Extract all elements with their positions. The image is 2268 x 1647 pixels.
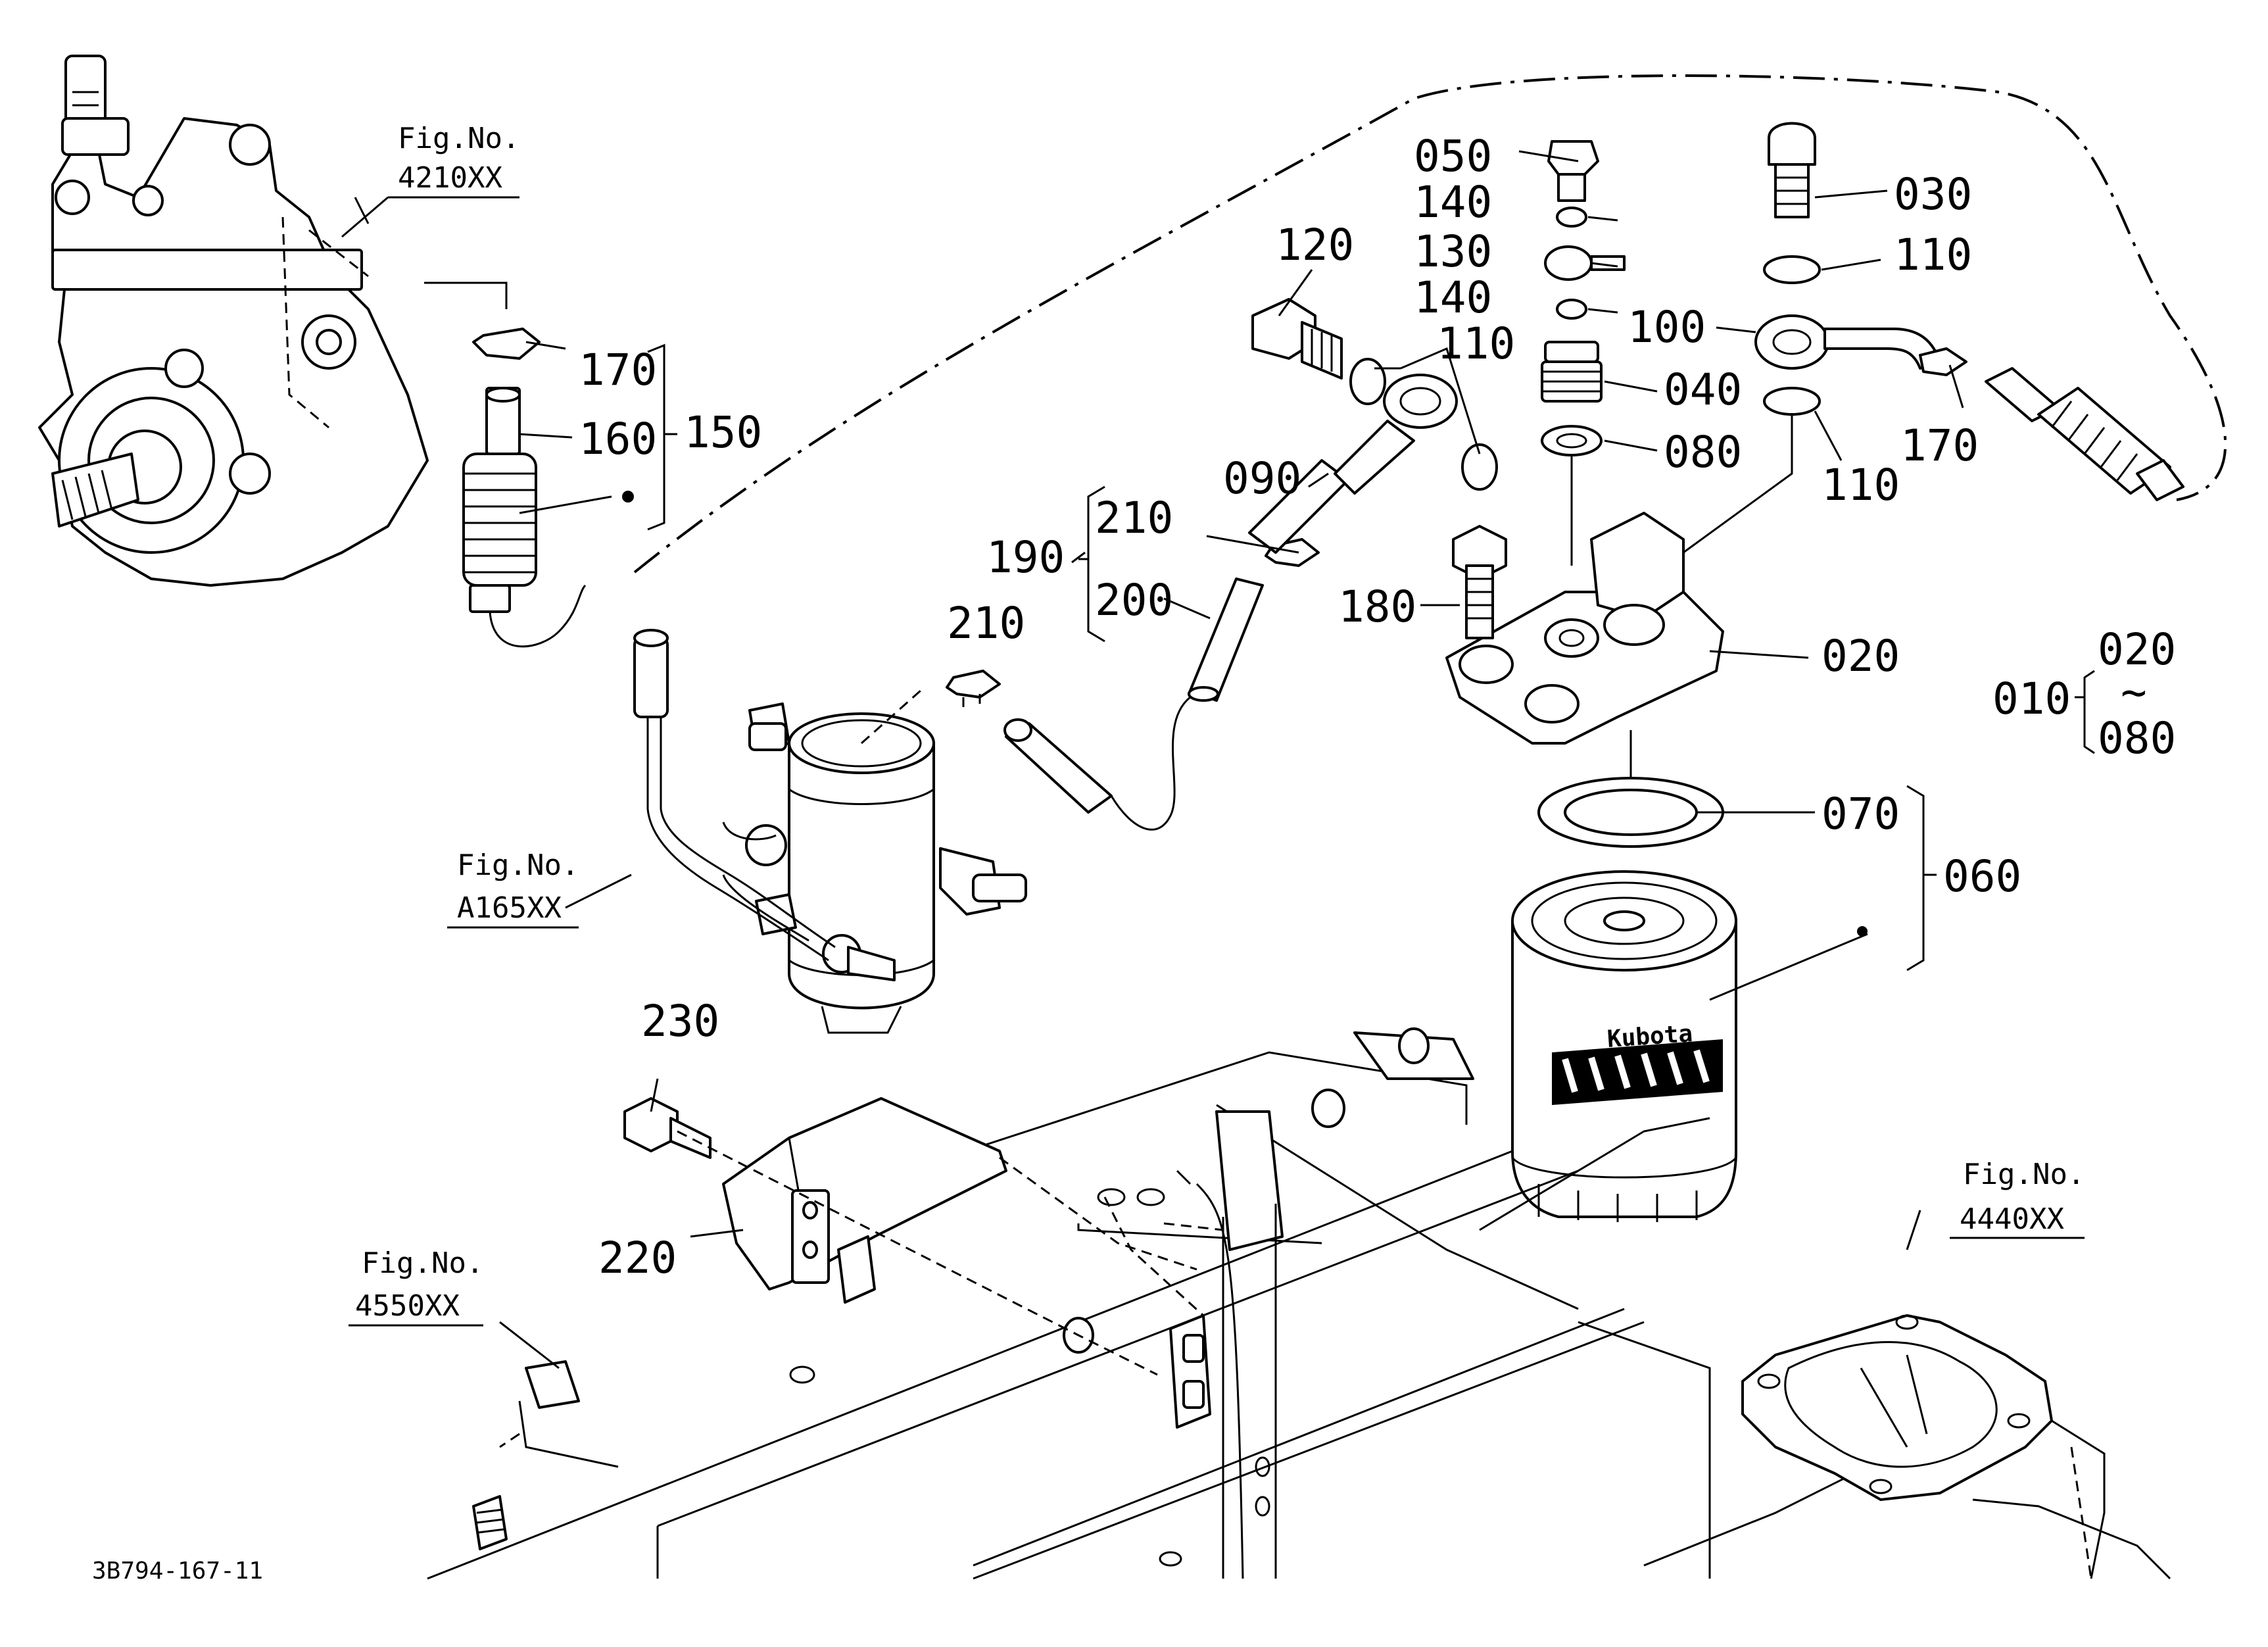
banjo-fitting-090 xyxy=(1248,374,1458,554)
label-170-left: 170 xyxy=(579,345,657,395)
label-210-lower: 210 xyxy=(947,598,1025,649)
filter-head-020 xyxy=(1445,512,1724,745)
diagram-code: 3B794-167-11 xyxy=(92,1558,263,1585)
label-080: 080 xyxy=(1664,427,1742,478)
pump-harness xyxy=(633,629,836,962)
return-hose-170-right xyxy=(1919,347,2184,501)
label-140-lower: 140 xyxy=(1414,272,1492,323)
o-ring-070-inner xyxy=(1564,789,1698,836)
label-130: 130 xyxy=(1414,226,1492,277)
label-200: 200 xyxy=(1095,575,1173,626)
transmission-housing xyxy=(1741,1314,2171,1580)
fuel-filter-cartridge xyxy=(1511,870,1737,1222)
label-030: 030 xyxy=(1894,169,1972,220)
frame-structure xyxy=(427,1027,1908,1580)
label-range-sep: ~ xyxy=(2121,667,2147,718)
fig-ref-code: 4440XX xyxy=(1960,1202,2064,1236)
label-220: 220 xyxy=(598,1233,677,1283)
label-040: 040 xyxy=(1664,364,1742,415)
washer-110-left xyxy=(1349,358,1386,405)
bracket-220 xyxy=(722,1097,1007,1304)
electric-fuel-pump xyxy=(745,689,1027,1034)
label-range-to: 080 xyxy=(2098,713,2176,764)
fuel-line-dashdot xyxy=(633,74,2227,574)
label-170-right: 170 xyxy=(1900,420,1979,471)
banjo-fitting-100 xyxy=(1683,122,1941,554)
kubota-brand-mark: Kubota xyxy=(1606,1020,1694,1053)
air-vent-stack xyxy=(1541,140,1626,566)
label-070: 070 xyxy=(1822,789,1900,839)
fig-ref-caption: Fig.No. xyxy=(457,848,579,882)
fig-ref-code: A165XX xyxy=(457,891,562,925)
bracket-marks xyxy=(647,343,2095,971)
assembly-range-010: 010 020 ~ 080 xyxy=(1992,624,2176,764)
label-010: 010 xyxy=(1992,674,2071,724)
label-020: 020 xyxy=(1822,631,1900,681)
fig-ref-4550xx[interactable]: Fig.No. 4550XX xyxy=(349,1246,483,1327)
label-range-from: 020 xyxy=(2098,624,2176,675)
label-060: 060 xyxy=(1943,851,2021,902)
bolt-230 xyxy=(623,1097,712,1159)
label-090: 090 xyxy=(1223,453,1301,504)
pump-hose-assembly xyxy=(424,282,587,648)
label-230: 230 xyxy=(641,996,719,1046)
label-140-upper: 140 xyxy=(1414,177,1492,228)
fig-ref-code: 4550XX xyxy=(355,1289,460,1323)
label-110-upper: 110 xyxy=(1894,230,1972,280)
banjo-bolt-120 xyxy=(1251,298,1343,380)
label-110-left: 110 xyxy=(1437,318,1515,369)
fig-ref-caption: Fig.No. xyxy=(398,122,519,155)
fig-ref-4210xx[interactable]: Fig.No. 4210XX xyxy=(388,122,519,199)
label-100: 100 xyxy=(1628,302,1706,353)
label-050: 050 xyxy=(1414,131,1492,182)
label-120: 120 xyxy=(1276,220,1354,270)
fig-ref-code: 4210XX xyxy=(398,161,502,195)
fig-ref-4440xx[interactable]: Fig.No. 4440XX xyxy=(1950,1158,2085,1239)
fig-ref-a165xx[interactable]: Fig.No. A165XX xyxy=(447,848,579,929)
label-110-lower: 110 xyxy=(1822,460,1900,510)
injection-pump xyxy=(38,55,429,587)
part-labels: 050 140 130 140 040 080 030 110 100 110 … xyxy=(579,131,2021,1283)
label-160: 160 xyxy=(579,414,657,464)
return-hose-assembly xyxy=(946,538,1320,831)
label-210-upper: 210 xyxy=(1095,493,1173,543)
label-150: 150 xyxy=(684,407,762,458)
fig-ref-caption: Fig.No. xyxy=(362,1246,483,1280)
label-190: 190 xyxy=(986,532,1065,583)
label-180: 180 xyxy=(1338,581,1416,632)
fig-ref-caption: Fig.No. xyxy=(1963,1158,2085,1191)
bolt-180 xyxy=(1452,525,1507,639)
washer-110-right xyxy=(1461,443,1498,491)
